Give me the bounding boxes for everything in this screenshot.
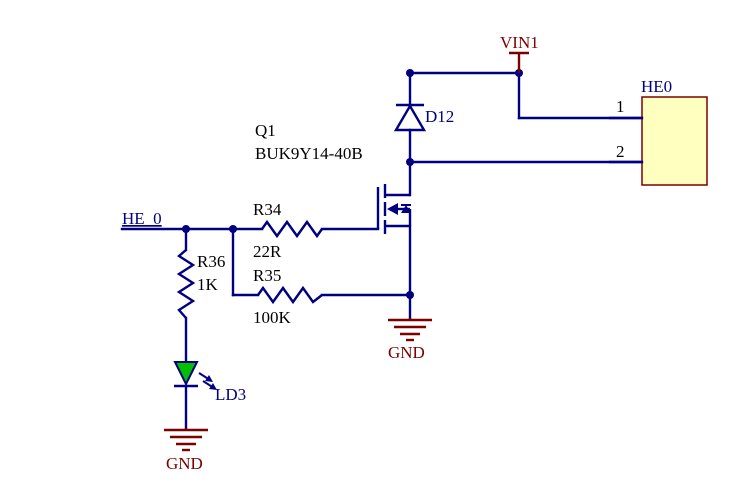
r35-zigzag xyxy=(257,285,323,305)
vin1-power-port: VIN1 xyxy=(500,33,539,73)
he0-body xyxy=(641,96,708,186)
r35-ref: R35 xyxy=(253,266,281,285)
junction-he0-r36 xyxy=(182,225,190,233)
q1-mosfet: Q1 BUK9Y14-40B xyxy=(255,121,412,234)
gnd-main-label: GND xyxy=(388,343,425,362)
gnd-led-symbol: GND xyxy=(164,428,208,473)
gnd-main-symbol: GND xyxy=(388,318,432,362)
vin1-label: VIN1 xyxy=(500,33,539,52)
ld3-arrowhead-2 xyxy=(209,383,217,390)
r36-ref: R36 xyxy=(197,252,225,271)
he0-pin2-label: 2 xyxy=(616,142,625,161)
he0-label: HE0 xyxy=(641,77,672,96)
ld3-led: LD3 xyxy=(173,361,246,404)
r36-value: 1K xyxy=(197,275,219,294)
d12-ref: D12 xyxy=(425,107,454,126)
junction-r34-r35 xyxy=(229,225,237,233)
he0-pin1-label: 1 xyxy=(616,97,625,116)
r34-value: 22R xyxy=(253,242,282,261)
r34-resistor: R34 22R xyxy=(253,200,323,261)
r35-resistor: R35 100K xyxy=(253,266,323,327)
junction-source-r35 xyxy=(406,291,414,299)
r36-zigzag xyxy=(176,249,196,319)
gnd-led-label: GND xyxy=(166,454,203,473)
junction-drain-pin2 xyxy=(406,158,414,166)
junctions xyxy=(182,69,523,299)
r36-resistor: R36 1K xyxy=(176,249,225,319)
ld3-triangle xyxy=(173,361,199,387)
q1-arrow xyxy=(387,203,398,215)
q1-value: BUK9Y14-40B xyxy=(255,144,363,163)
he0-connector: HE0 1 2 xyxy=(608,77,708,186)
q1-body-diode xyxy=(401,205,411,213)
q1-ref: Q1 xyxy=(255,121,276,140)
r34-zigzag xyxy=(261,219,323,239)
ld3-ref: LD3 xyxy=(215,385,246,404)
r34-ref: R34 xyxy=(253,200,282,219)
d12-diode: D12 xyxy=(393,103,454,132)
net-label-he0: HE_0 xyxy=(122,209,162,228)
r35-value: 100K xyxy=(253,308,292,327)
ld3-arrowhead-1 xyxy=(205,375,213,382)
d12-triangle xyxy=(393,103,427,132)
junction-vin-top xyxy=(406,69,414,77)
